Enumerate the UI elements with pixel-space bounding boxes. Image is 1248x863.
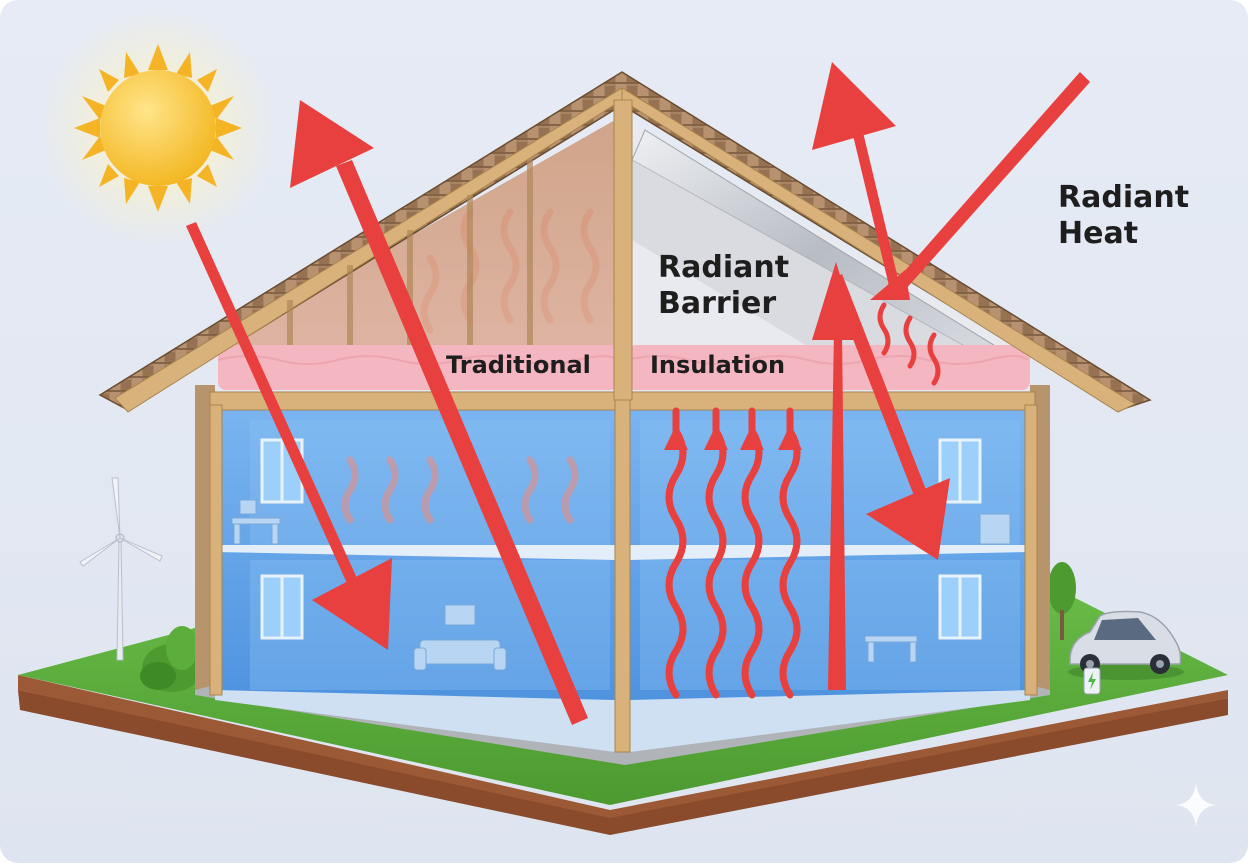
label-traditional: Traditional bbox=[446, 351, 591, 379]
label-radiant-heat-line2: Heat bbox=[1058, 216, 1139, 251]
tree-right bbox=[1048, 562, 1076, 640]
label-radiant-barrier: Radiant Barrier bbox=[658, 250, 789, 322]
bush-left bbox=[140, 626, 202, 692]
window-icon bbox=[260, 438, 982, 640]
sun-icon bbox=[38, 8, 278, 248]
house bbox=[195, 385, 1050, 765]
arrow-sun-to-room bbox=[186, 222, 392, 650]
heat-wave-arrowheads bbox=[664, 425, 802, 450]
wind-turbine-icon bbox=[79, 477, 163, 661]
label-radiant-heat: Radiant Heat bbox=[1058, 180, 1189, 252]
heat-squiggles-attic bbox=[877, 302, 941, 386]
heat-waves-right bbox=[665, 407, 801, 699]
charger-icon bbox=[1083, 667, 1101, 695]
desk-icon bbox=[231, 499, 1011, 663]
label-radiant-heat-line1: Radiant bbox=[1058, 180, 1190, 215]
heat-arrows bbox=[186, 62, 1090, 725]
label-radiant-barrier-line1: Radiant bbox=[658, 250, 790, 285]
sofa-icon bbox=[413, 604, 507, 671]
sparkle-icon bbox=[1176, 783, 1216, 827]
arrow-down-right-room bbox=[830, 274, 950, 560]
label-radiant-barrier-line2: Barrier bbox=[658, 286, 777, 321]
arrow-reflect-up-left bbox=[290, 100, 588, 725]
arrow-reflected-up bbox=[812, 62, 900, 290]
label-insulation: Insulation bbox=[650, 351, 786, 379]
